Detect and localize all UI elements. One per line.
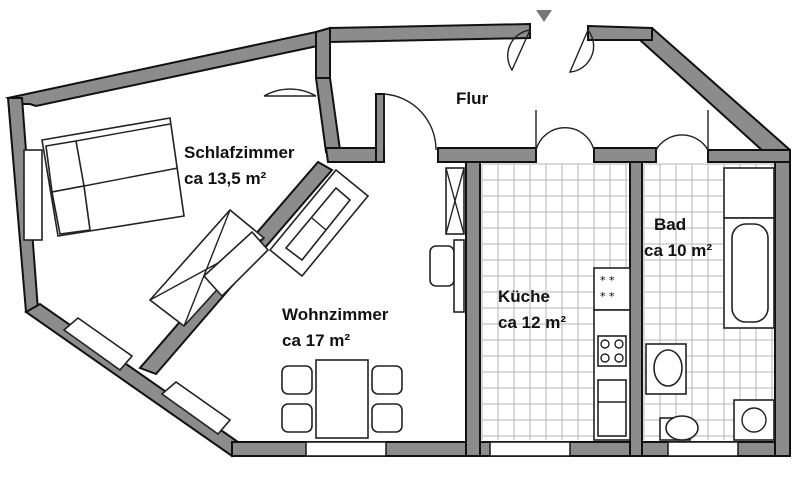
wall-living-kitchen (465, 161, 481, 457)
window-diagonal-1 (62, 316, 134, 372)
svg-text:* *: * * (600, 274, 615, 287)
room-label-wohnzimmer: Wohnzimmer (282, 305, 389, 324)
washbasin-icon (645, 343, 687, 395)
room-area-kueche: ca 12 m² (498, 313, 566, 332)
stove-icon: * * * * (593, 267, 631, 311)
double-bed-icon (41, 117, 185, 237)
wall-top-2 (329, 22, 531, 44)
wall-corridor-bottom-4 (707, 149, 791, 163)
room-area-bad: ca 10 m² (644, 241, 712, 260)
kitchen-counter-icon (593, 309, 631, 441)
desk-icon (429, 239, 465, 313)
dining-table-icon (281, 359, 403, 439)
wall-corridor-bedroom (314, 77, 342, 154)
window-left (23, 149, 43, 241)
doors (263, 10, 709, 151)
room-area-wohnzimmer: ca 17 m² (282, 331, 350, 350)
wall-kitchen-bath (629, 161, 643, 457)
door-bath (655, 110, 709, 151)
room-label-bad: Bad (654, 215, 686, 234)
wall-corridor-bottom-2 (437, 147, 537, 163)
wall-corridor-bottom-1 (324, 147, 379, 163)
svg-text:* *: * * (600, 290, 615, 303)
wall-right (774, 159, 791, 457)
wall-corridor-bottom-3 (593, 147, 657, 163)
wall-top-left (5, 30, 324, 108)
wall-diagonal-left (24, 302, 240, 458)
bathtub-icon (723, 167, 775, 329)
room-label-flur: Flur (456, 89, 488, 108)
windows (23, 149, 739, 457)
room-area-schlafzimmer: ca 13,5 m² (184, 169, 267, 188)
washing-machine-icon (733, 399, 775, 441)
wall-top-1 (315, 26, 331, 79)
toilet-icon (659, 415, 699, 441)
door-bedroom (263, 88, 317, 97)
window-diagonal-2 (160, 380, 232, 436)
door-entrance (507, 29, 595, 73)
door-living (383, 93, 437, 151)
entrance-arrow-icon (536, 10, 552, 22)
window-bottom-3 (667, 441, 739, 457)
door-kitchen (535, 110, 595, 151)
wall-top-3 (587, 24, 653, 41)
sofa-icon (268, 168, 370, 278)
room-label-kueche: Küche (498, 287, 550, 306)
window-bottom-1 (305, 441, 387, 457)
room-label-schlafzimmer: Schlafzimmer (184, 143, 295, 162)
window-bottom-2 (489, 441, 571, 457)
wall-jamb-1 (375, 93, 385, 163)
wardrobe-icon (148, 208, 270, 328)
shelf-icon (445, 167, 465, 235)
